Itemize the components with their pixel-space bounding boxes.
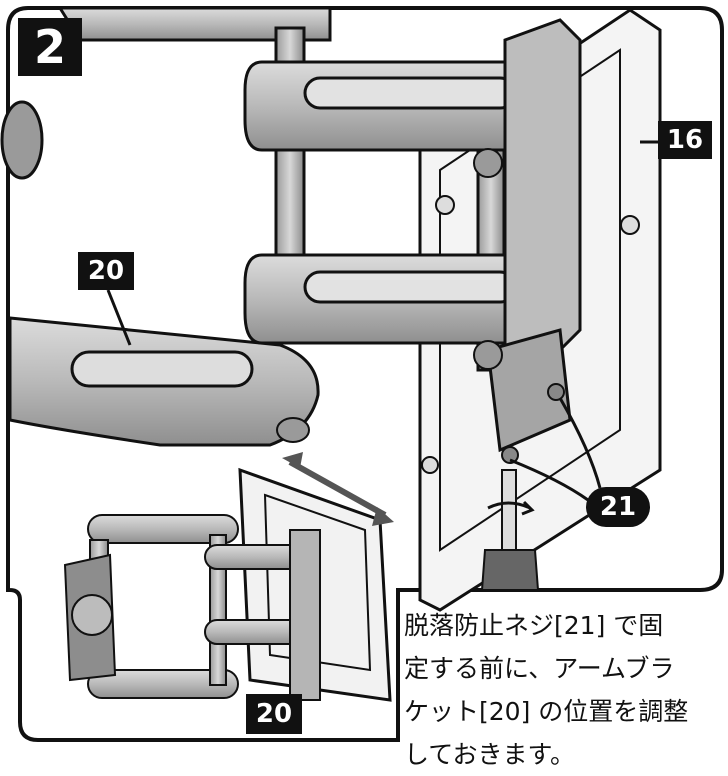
instruction-line-1: 脱落防止ネジ[21] で固 [404, 611, 664, 640]
part-label-20-inset: 20 [246, 694, 302, 734]
left-knob [0, 100, 44, 180]
part-label-16: 16 [658, 121, 712, 159]
leader-21 [509, 397, 602, 502]
link-lower [243, 253, 552, 345]
part-label-20: 20 [78, 252, 134, 290]
screwdriver [480, 469, 540, 591]
arm-bracket-20 [8, 316, 320, 447]
assembly-diagram: 2 16 20 20 21 脱落防止ネジ[21] で固 定する前に、アームブラ … [0, 6, 724, 769]
screw-21-b [547, 383, 565, 401]
leader-20 [106, 289, 132, 346]
instruction-line-4: しておきます。 [404, 740, 576, 769]
step-number: 2 [18, 18, 82, 76]
inset-illustration [63, 452, 394, 702]
screw-21-a [501, 446, 519, 464]
main-frame [6, 6, 724, 742]
part-label-21: 21 [586, 487, 650, 527]
mount-plate [473, 18, 582, 453]
diagram-art [0, 6, 724, 742]
instruction-line-3: ケット[20] の位置を調整 [404, 697, 689, 726]
instruction-text: 脱落防止ネジ[21] で固 定する前に、アームブラ ケット[20] の位置を調整… [404, 604, 722, 776]
instruction-line-2: 定する前に、アームブラ [404, 654, 675, 683]
